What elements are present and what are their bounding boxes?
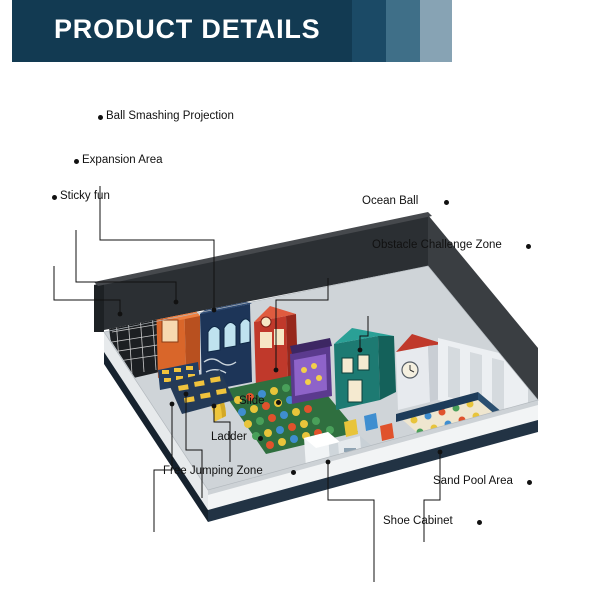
label-obstacle-challenge-zone: Obstacle Challenge Zone — [372, 239, 502, 251]
label-ocean-ball: Ocean Ball — [362, 195, 419, 207]
leader-dot-ladder-text — [258, 436, 263, 441]
leader-dot-ocean-ball — [444, 200, 449, 205]
label-expansion-area: Expansion Area — [82, 154, 163, 166]
label-slide: Slide — [239, 395, 265, 407]
label-ladder: Ladder — [211, 431, 247, 443]
leader-dot-slide-text — [276, 400, 281, 405]
leader-dot-shoe-cabinet-text — [477, 520, 482, 525]
leader-dot-free-jumping-zone-text — [291, 470, 296, 475]
header-right-edge — [452, 0, 600, 62]
label-sand-pool-area: Sand Pool Area — [433, 475, 513, 487]
playground-illustration — [53, 186, 539, 582]
leader-dot-ball-smashing-projection — [98, 115, 103, 120]
page-header: PRODUCT DETAILS — [0, 0, 600, 62]
label-sticky-fun: Sticky fun — [60, 190, 110, 202]
leader-dot-sticky-fun — [52, 195, 57, 200]
leader-dot-sand-pool-area-text — [527, 480, 532, 485]
header-left-edge — [0, 0, 12, 62]
leader-dot-expansion-area — [74, 159, 79, 164]
product-photo: Sticky fun Expansion Area Ball Smashing … — [8, 70, 592, 592]
page-title: PRODUCT DETAILS — [54, 14, 321, 44]
leader-dot-obstacle-challenge-zone — [526, 244, 531, 249]
label-free-jumping-zone: Free Jumping Zone — [163, 465, 263, 477]
label-ball-smashing-projection: Ball Smashing Projection — [106, 110, 234, 122]
label-shoe-cabinet: Shoe Cabinet — [383, 515, 453, 527]
